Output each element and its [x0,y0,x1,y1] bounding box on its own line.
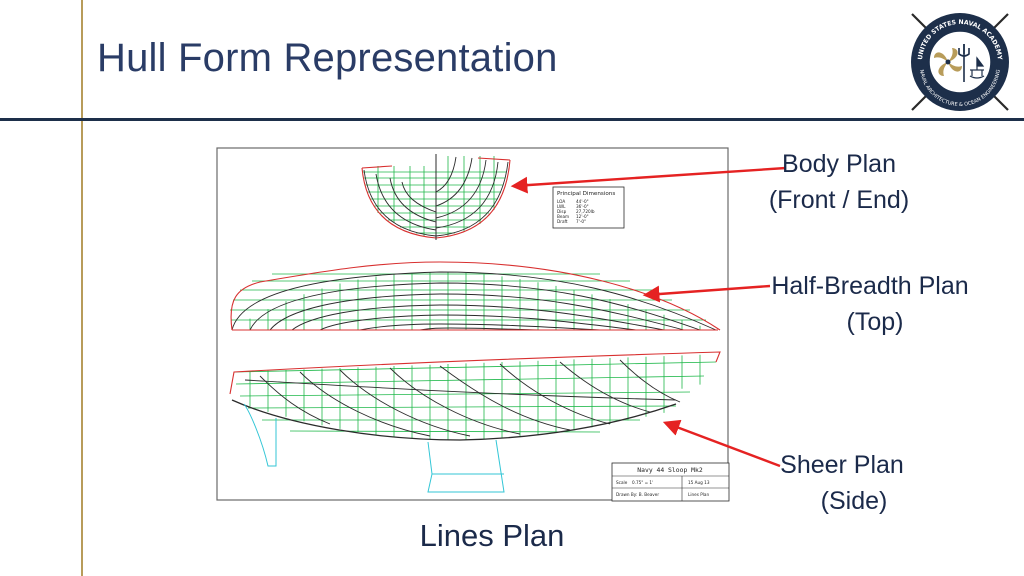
pd-key-beam: Beam [557,214,569,219]
sheer-plan-arrow [662,419,781,468]
title-block-date: 15 Aug 13 [688,480,710,485]
body-plan-label: Body Plan (Front / End) [758,146,920,218]
pd-value-lwl: 36'-0" [576,204,589,209]
usna-naoe-seal-icon: UNITED STATES NAVAL ACADEMY NAVAL ARCHIT… [911,13,1009,111]
rudder-and-keel-outline [243,403,505,493]
principal-dimensions-heading: Principal Dimensions [557,191,615,197]
title-block-name: Navy 44 Sloop Mk2 [637,466,703,474]
half-breadth-plan-label-line1: Half-Breadth Plan [771,272,969,300]
principal-dimensions-box: Principal Dimensions LOA 44'-0" LWL 36'-… [552,186,625,229]
pd-key-disp: Disp [557,209,567,214]
title-block-scale-value: 0.75" = 1' [632,480,653,485]
pd-key-draft: Draft [557,219,568,224]
half-breadth-plan-arrow [642,284,771,303]
half-breadth-plan-label-line2: (Top) [846,308,904,336]
vertical-divider [81,0,83,576]
body-plan-view [361,154,511,240]
sheer-plan-label-line1: Sheer Plan [780,451,904,479]
body-plan-label-line1: Body Plan [782,150,896,178]
pd-value-loa: 44'-0" [576,199,589,204]
pd-key-lwl: LWL [557,204,566,209]
sheer-plan-label: Sheer Plan (Side) [772,447,912,519]
title-block-sheet: Lines Plan [688,492,709,497]
half-breadth-plan-label: Half-Breadth Plan (Top) [760,268,980,340]
lines-plan-caption: Lines Plan [419,518,565,553]
pd-value-beam: 12'-0" [576,214,589,219]
title-block-scale-label: Scale [616,480,628,485]
horizontal-divider [0,118,1024,121]
pd-value-draft: 7'-0" [576,219,586,224]
page-title: Hull Form Representation [97,36,558,80]
sheer-plan-view [229,351,721,493]
drawing-title-block: Navy 44 Sloop Mk2 Scale 0.75" = 1' 15 Au… [611,462,730,502]
sheer-plan-label-line2: (Side) [820,487,888,515]
body-plan-arrow [510,166,787,194]
body-plan-label-line2: (Front / End) [768,186,910,214]
pd-value-disp: 27,720lb [576,209,595,214]
title-block-drawn-by: Drawn By: B. Beaver [616,492,659,497]
pd-key-loa: LOA [557,199,565,204]
